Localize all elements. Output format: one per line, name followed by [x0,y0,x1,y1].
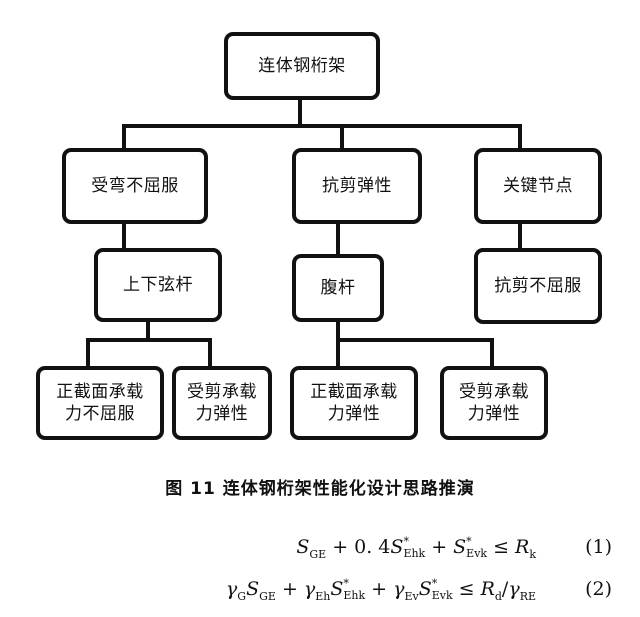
node-normal-section-no-yield: 正截面承载 力不屈服 [36,366,164,440]
node-chords-label: 上下弦杆 [123,275,193,295]
node-web-members: 腹杆 [292,254,384,322]
node-shear-capacity-elastic-left-label: 受剪承载 力弹性 [187,382,257,424]
node-chords: 上下弦杆 [94,248,222,322]
equation-1-number: (1) [585,536,612,558]
equation-1-body: SGE+0. 4S*Ehk+S*Evk≤Rk [296,535,536,561]
equation-2: γGSGE+γEhS*Ehk+γEvS*Evk≤Rd/γRE (2) [0,574,640,608]
node-key-joints: 关键节点 [474,148,602,224]
node-shear-no-yield-label: 抗剪不屈服 [494,276,582,296]
node-shear-no-yield: 抗剪不屈服 [474,248,602,324]
node-shear-capacity-elastic-left: 受剪承载 力弹性 [172,366,272,440]
node-root: 连体钢桁架 [224,32,380,100]
node-web-members-label: 腹杆 [320,278,356,298]
equation-2-number: (2) [585,578,612,600]
node-shear-capacity-elastic-right-label: 受剪承载 力弹性 [459,382,529,424]
equation-1: SGE+0. 4S*Ehk+S*Evk≤Rk (1) [0,532,640,566]
flowchart-connectors [86,96,522,368]
node-bending-no-yield: 受弯不屈服 [62,148,208,224]
node-normal-section-elastic: 正截面承载 力弹性 [290,366,418,440]
node-normal-section-no-yield-label: 正截面承载 力不屈服 [56,382,144,424]
node-shear-elastic-label: 抗剪弹性 [322,176,392,196]
node-normal-section-elastic-label: 正截面承载 力弹性 [310,382,398,424]
node-bending-no-yield-label: 受弯不屈服 [91,176,179,196]
figure-caption: 图 11 连体钢桁架性能化设计思路推演 [165,479,475,499]
node-key-joints-label: 关键节点 [503,176,573,196]
node-root-label: 连体钢桁架 [258,56,346,76]
equation-2-body: γGSGE+γEhS*Ehk+γEvS*Evk≤Rd/γRE [225,577,536,603]
node-shear-elastic: 抗剪弹性 [292,148,422,224]
node-shear-capacity-elastic-right: 受剪承载 力弹性 [440,366,548,440]
